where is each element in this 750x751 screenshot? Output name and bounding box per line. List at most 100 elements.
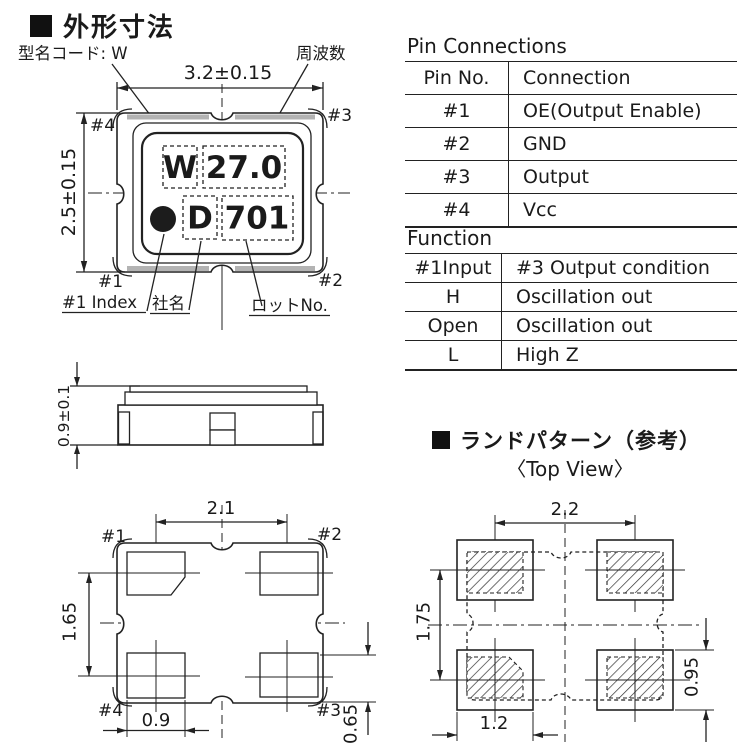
dim-thickness-text: 0.9±0.1 — [55, 385, 73, 447]
marking-box-lot — [221, 195, 294, 241]
lot-callout: ロットNo. — [245, 240, 330, 317]
lp-dimension-pitch-y: 1.75 — [414, 569, 457, 681]
bv-corner-bl — [112, 686, 133, 707]
lp-dim-pitch-y-text: 1.75 — [414, 602, 435, 642]
pin-connections-table: Pin No. Connection #1 OE(Output Enable) … — [405, 61, 737, 228]
output-cell: High Z — [516, 344, 579, 366]
edge-metallization — [127, 114, 315, 271]
land-pattern-title-text: ランドパターン（参考） — [460, 429, 701, 453]
dimension-height: 2.5±0.15 — [58, 112, 125, 273]
lp-dim-pad-h-text: 0.95 — [682, 657, 703, 697]
side-right-terminal — [312, 411, 324, 445]
table-header-row: #1Input #3 Output condition — [405, 253, 737, 283]
dimension-pad-width: 0.9 — [103, 700, 209, 737]
lp-device-pad-tl — [466, 551, 524, 594]
marking-company-text: D — [187, 201, 213, 237]
connection-cell: GND — [523, 133, 567, 155]
pin-cell: #1 — [405, 94, 509, 128]
dim-height-text: 2.5±0.15 — [58, 148, 80, 236]
bv-pin1-label: #1 — [101, 527, 126, 547]
bottom-view-drawing: 2.1 #1 #2 #4 — [60, 498, 376, 744]
dim-width-text: 3.2±0.15 — [184, 62, 272, 84]
model-code-label: 型名コード: W — [18, 44, 128, 63]
company-label-text: 社名 — [152, 294, 185, 313]
pin1-index-dot — [150, 206, 176, 232]
function-title: Function — [407, 226, 493, 250]
pin-connections-title: Pin Connections — [407, 34, 567, 58]
function-table: #1Input #3 Output condition H Oscillatio… — [405, 253, 737, 371]
bv-pad1 — [126, 551, 186, 596]
input-header: #1Input — [405, 253, 502, 283]
index-callout: #1 Index — [62, 233, 165, 314]
castellation-corner-bl — [112, 256, 133, 277]
lp-device-pad-tr — [606, 551, 664, 594]
outline-title-text: 外形寸法 — [63, 13, 176, 43]
bv-pin4-label: #4 — [98, 701, 123, 721]
connection-header: Connection — [523, 67, 631, 89]
package-lid-outline — [132, 122, 312, 264]
land-pattern-section-title: ランドパターン（参考） — [432, 425, 701, 455]
input-cell: H — [405, 282, 502, 312]
castellation-corner-br — [307, 256, 328, 277]
index-label-text: #1 Index — [62, 293, 137, 312]
dim-pad-w-text: 0.9 — [142, 710, 171, 731]
dim-pitch-y-text: 1.65 — [60, 602, 81, 642]
marking-box-frequency — [202, 145, 286, 189]
table-header-row: Pin No. Connection — [405, 61, 737, 95]
outline-section-title: 外形寸法 — [30, 7, 175, 44]
bv-corner-tr — [307, 538, 328, 559]
dim-pitch-x-text: 2.1 — [207, 498, 236, 519]
table-row: #3 Output — [405, 160, 737, 194]
dim-pad-h-text: 0.65 — [341, 704, 362, 744]
pin3-label: #3 — [327, 106, 352, 126]
section-marker-icon — [432, 431, 450, 449]
frequency-label: 周波数 — [296, 44, 346, 63]
lot-label-text: ロットNo. — [251, 296, 328, 315]
table-row: Open Oscillation out — [405, 311, 737, 341]
bv-pad3 — [259, 652, 319, 698]
side-left-terminal — [117, 411, 131, 445]
output-cell: Oscillation out — [516, 286, 653, 308]
pin-cell: #4 — [405, 193, 509, 227]
side-lid-flange — [124, 391, 318, 406]
pin-cell: #3 — [405, 160, 509, 194]
lp-dimension-pad-width: 1.2 — [432, 712, 558, 741]
dimension-pad-height: 0.65 — [320, 622, 376, 744]
table-row: #4 Vcc — [405, 193, 737, 227]
side-center-cavity — [209, 429, 236, 446]
output-cell: Oscillation out — [516, 315, 653, 337]
marking-box-code — [162, 145, 198, 189]
top-view-subtitle: 〈Top View〉 — [506, 457, 634, 481]
function-section: Function #1Input #3 Output condition H O… — [405, 226, 740, 371]
lp-land-crosshairs — [445, 569, 690, 722]
castellation-corner-tr — [307, 108, 328, 129]
land-pattern-drawing: 2.2 1. — [414, 499, 714, 742]
lp-dimension-pad-height: 0.95 — [675, 618, 714, 742]
bv-pin3-label: #3 — [316, 701, 341, 721]
side-view-drawing: 0.9±0.1 — [55, 362, 324, 469]
castellation-corner-tl — [112, 108, 133, 129]
dimension-width: 3.2±0.15 — [116, 62, 324, 110]
pin4-label: #4 — [90, 116, 115, 136]
table-row: H Oscillation out — [405, 282, 737, 312]
marking-box-company — [182, 195, 218, 240]
outline-top-view-drawing: 型名コード: W 周波数 3.2±0.15 — [18, 44, 352, 330]
dimension-thickness: 0.9±0.1 — [55, 362, 140, 469]
lp-dim-pitch-x-text: 2.2 — [551, 499, 580, 520]
input-cell: Open — [405, 311, 502, 341]
bv-corner-tl — [112, 538, 133, 559]
bv-pin2-label: #2 — [317, 525, 342, 545]
marking-code-text: W — [163, 150, 197, 186]
bv-corner-br — [307, 686, 328, 707]
bv-body-outline — [116, 542, 324, 704]
lp-dim-pad-w-text: 1.2 — [480, 713, 509, 734]
dimension-pitch-y: 1.65 — [60, 572, 127, 677]
connection-cell: OE(Output Enable) — [523, 100, 702, 122]
section-marker-icon — [30, 14, 52, 37]
marking-lot-text: 701 — [225, 201, 290, 237]
table-row: L High Z — [405, 340, 737, 370]
pin-connections-section: Pin Connections Pin No. Connection #1 OE… — [405, 34, 740, 228]
input-cell: L — [405, 340, 502, 370]
output-condition-header: #3 Output condition — [516, 257, 710, 279]
side-lid-top — [129, 385, 308, 393]
